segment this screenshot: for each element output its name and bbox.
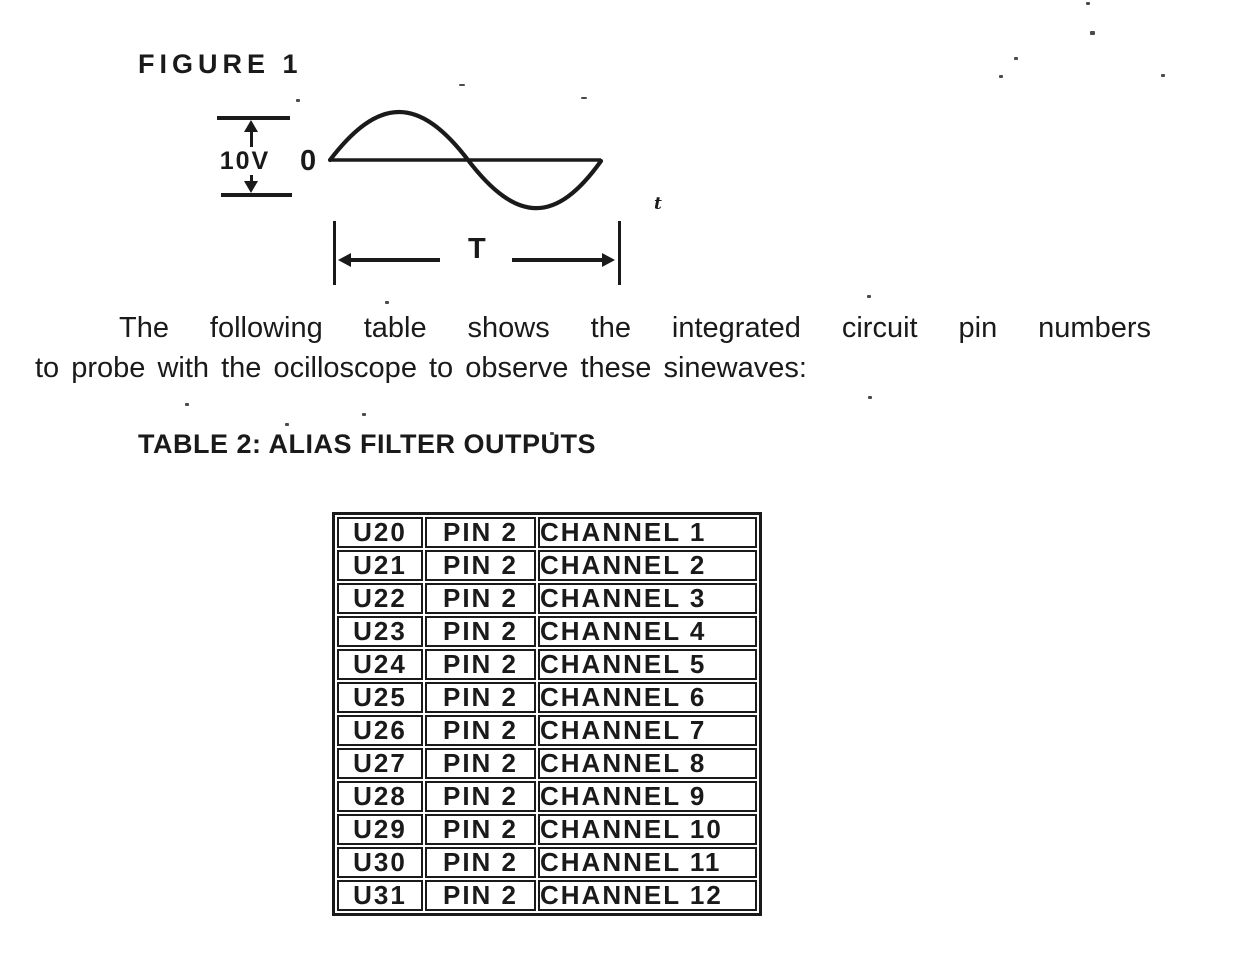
scan-speck	[550, 432, 554, 435]
scan-speck	[459, 84, 465, 86]
period-label: T	[468, 233, 486, 265]
ic-cell: U29	[337, 814, 423, 845]
pin-cell: PIN 2	[425, 880, 536, 911]
ic-cell: U27	[337, 748, 423, 779]
ic-cell: U22	[337, 583, 423, 614]
table-row: U29 PIN 2 CHANNEL 10	[337, 814, 757, 845]
scan-speck	[296, 99, 300, 102]
arrow-down-icon	[244, 181, 258, 193]
paragraph-line: to probe with the ocilloscope to observe…	[35, 352, 807, 384]
table-row: U26 PIN 2 CHANNEL 7	[337, 715, 757, 746]
channel-cell: CHANNEL 9	[538, 781, 757, 812]
scan-speck	[867, 295, 871, 298]
pin-cell: PIN 2	[425, 517, 536, 548]
figure-title: FIGURE 1	[138, 49, 303, 79]
arrow-down-stem	[250, 175, 253, 183]
channel-cell: CHANNEL 12	[538, 880, 757, 911]
table-row: U25 PIN 2 CHANNEL 6	[337, 682, 757, 713]
ic-cell: U31	[337, 880, 423, 911]
table-row: U21 PIN 2 CHANNEL 2	[337, 550, 757, 581]
pin-cell: PIN 2	[425, 550, 536, 581]
body-paragraph: The following table shows the integrated…	[35, 308, 1151, 388]
alias-filter-outputs-table: U20 PIN 2 CHANNEL 1 U21 PIN 2 CHANNEL 2 …	[332, 512, 762, 916]
scan-speck	[999, 75, 1003, 78]
channel-cell: CHANNEL 8	[538, 748, 757, 779]
pin-cell: PIN 2	[425, 814, 536, 845]
scan-speck	[362, 413, 366, 416]
channel-cell: CHANNEL 1	[538, 517, 757, 548]
channel-cell: CHANNEL 2	[538, 550, 757, 581]
table-container: U20 PIN 2 CHANNEL 1 U21 PIN 2 CHANNEL 2 …	[332, 512, 762, 916]
table-row: U20 PIN 2 CHANNEL 1	[337, 517, 757, 548]
ic-cell: U24	[337, 649, 423, 680]
arrow-left-icon	[338, 253, 351, 267]
pin-cell: PIN 2	[425, 715, 536, 746]
ic-cell: U20	[337, 517, 423, 548]
pin-cell: PIN 2	[425, 781, 536, 812]
channel-cell: CHANNEL 3	[538, 583, 757, 614]
table-row: U27 PIN 2 CHANNEL 8	[337, 748, 757, 779]
table-row: U22 PIN 2 CHANNEL 3	[337, 583, 757, 614]
channel-cell: CHANNEL 10	[538, 814, 757, 845]
period-left-tick	[333, 221, 336, 285]
pin-cell: PIN 2	[425, 847, 536, 878]
table-row: U23 PIN 2 CHANNEL 4	[337, 616, 757, 647]
ic-cell: U23	[337, 616, 423, 647]
pin-cell: PIN 2	[425, 649, 536, 680]
ic-cell: U21	[337, 550, 423, 581]
ic-cell: U28	[337, 781, 423, 812]
scan-speck	[581, 97, 587, 99]
ic-cell: U26	[337, 715, 423, 746]
table-row: U30 PIN 2 CHANNEL 11	[337, 847, 757, 878]
pin-cell: PIN 2	[425, 682, 536, 713]
table-row: U31 PIN 2 CHANNEL 12	[337, 880, 757, 911]
channel-cell: CHANNEL 4	[538, 616, 757, 647]
period-right-tick	[618, 221, 621, 285]
channel-cell: CHANNEL 7	[538, 715, 757, 746]
scan-speck	[455, 658, 458, 661]
time-axis-label: t	[654, 194, 662, 214]
arrow-up-stem	[250, 131, 253, 147]
table-row: U28 PIN 2 CHANNEL 9	[337, 781, 757, 812]
table-title: TABLE 2: ALIAS FILTER OUTPUTS	[138, 429, 596, 459]
channel-cell: CHANNEL 6	[538, 682, 757, 713]
scan-speck	[1090, 31, 1095, 35]
scan-speck	[185, 403, 189, 406]
sine-wave-svg	[327, 110, 604, 211]
table-row: U24 PIN 2 CHANNEL 5	[337, 649, 757, 680]
scan-speck	[868, 396, 872, 399]
arrow-left-shaft	[350, 258, 440, 262]
channel-cell: CHANNEL 11	[538, 847, 757, 878]
amplitude-top-bar	[217, 116, 290, 120]
scan-speck	[1086, 2, 1090, 5]
paragraph-line: The following table shows the integrated…	[119, 312, 1151, 344]
arrow-right-shaft	[512, 258, 603, 262]
ic-cell: U30	[337, 847, 423, 878]
amplitude-bottom-bar	[221, 193, 292, 197]
scan-speck	[1014, 57, 1018, 60]
arrow-right-icon	[602, 253, 615, 267]
scan-speck	[285, 423, 289, 426]
ic-cell: U25	[337, 682, 423, 713]
arrow-up-icon	[244, 120, 258, 132]
pin-cell: PIN 2	[425, 583, 536, 614]
origin-label: 0	[300, 145, 317, 177]
pin-cell: PIN 2	[425, 616, 536, 647]
scan-speck	[1161, 74, 1165, 77]
channel-cell: CHANNEL 5	[538, 649, 757, 680]
pin-cell: PIN 2	[425, 748, 536, 779]
amplitude-label: 10V	[219, 147, 271, 175]
sine-wave-path	[327, 110, 604, 211]
scan-speck	[385, 301, 389, 304]
